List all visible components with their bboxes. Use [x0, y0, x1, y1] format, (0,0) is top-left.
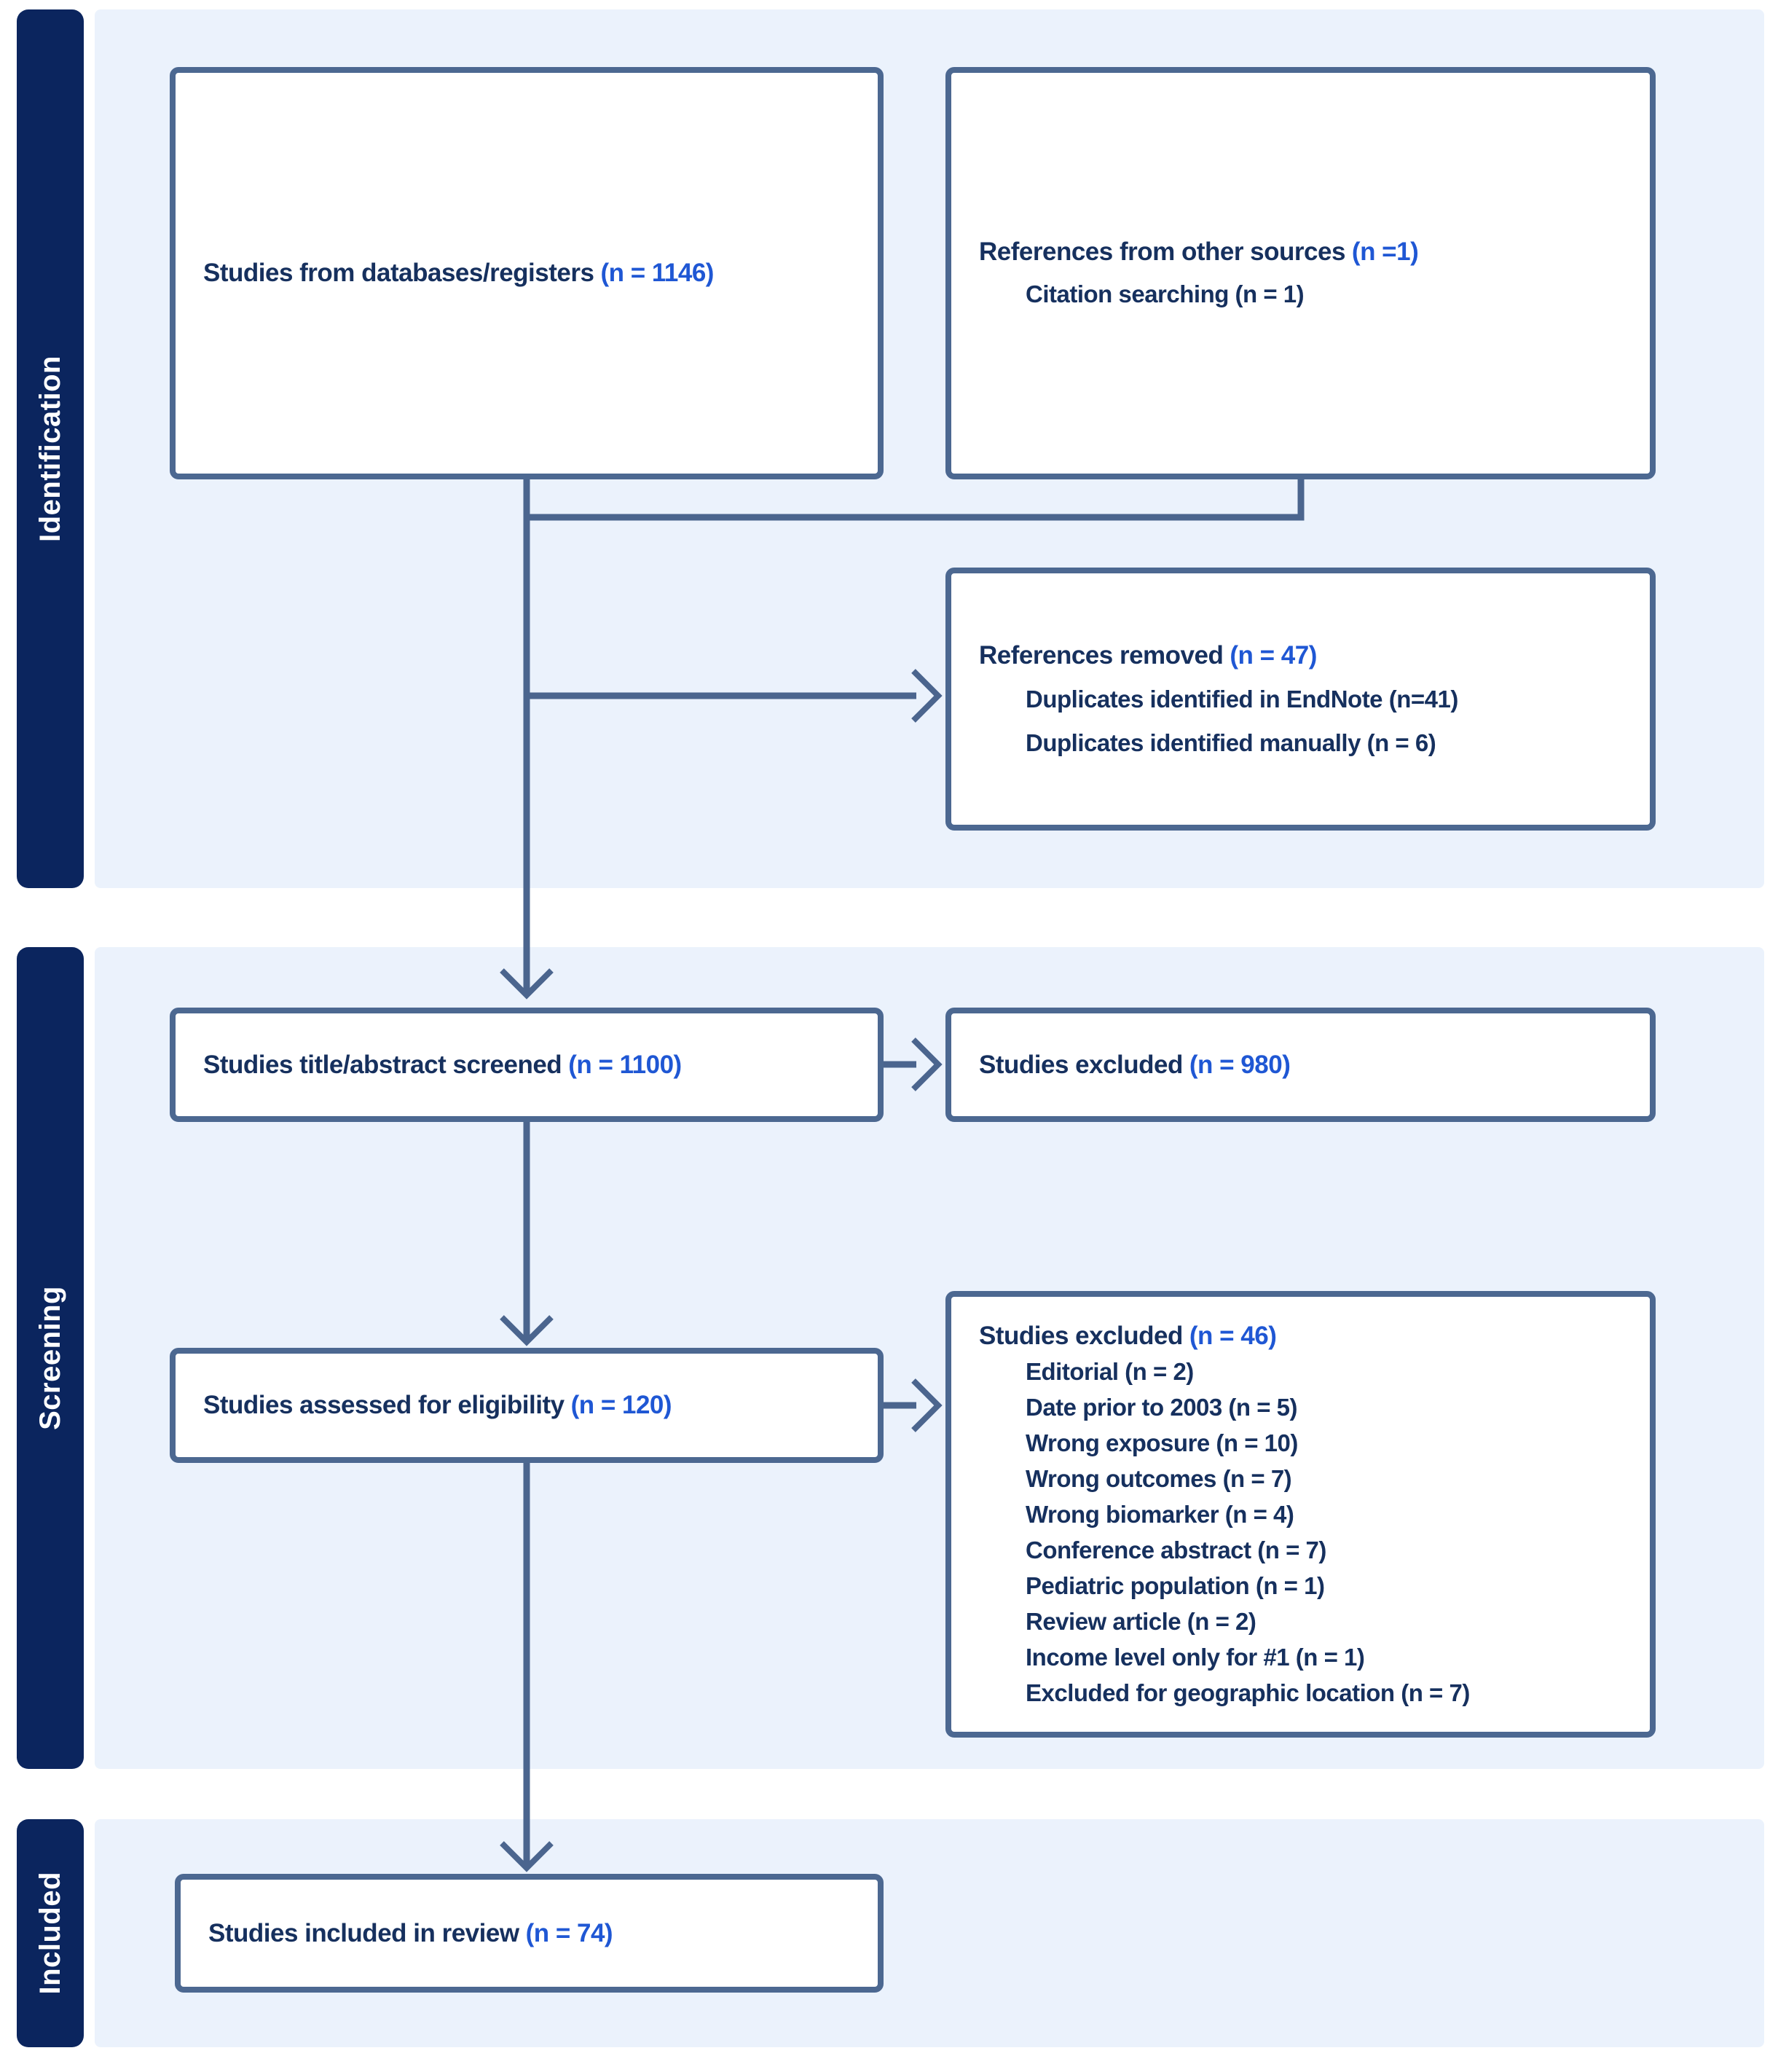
references-removed-text: References removed(n = 47)	[979, 640, 1317, 670]
box-studies-from-databases: Studies from databases/registers(n = 114…	[170, 67, 884, 479]
studies-excluded-screening-text: Studies excluded(n = 980)	[979, 1050, 1291, 1079]
exclusion-reason-geographic: Excluded for geographic location (n = 7)	[1026, 1679, 1470, 1706]
box-studies-included-review: Studies included in review(n = 74)	[175, 1874, 884, 1993]
studies-included-review-text: Studies included in review(n = 74)	[208, 1918, 613, 1947]
box-assessed-eligibility: Studies assessed for eligibility(n = 120…	[170, 1348, 884, 1463]
databases-count: (n = 1146)	[600, 259, 714, 287]
exclusion-reason-exposure: Wrong exposure (n = 10)	[1026, 1429, 1298, 1456]
exclusion-reason-income: Income level only for #1 (n = 1)	[1026, 1644, 1365, 1671]
screening-label: Screening	[34, 1286, 66, 1430]
assessed-eligibility-text: Studies assessed for eligibility(n = 120…	[203, 1391, 672, 1419]
included-label: Included	[34, 1872, 66, 1995]
box-studies-excluded-screening: Studies excluded(n = 980)	[945, 1008, 1656, 1122]
excluded-screening-count: (n = 980)	[1189, 1050, 1291, 1079]
assessed-count: (n = 120)	[570, 1391, 672, 1419]
studies-from-databases-text: Studies from databases/registers(n = 114…	[203, 259, 714, 287]
exclusion-reason-editorial: Editorial (n = 2)	[1026, 1358, 1194, 1385]
box-title-abstract-screened: Studies title/abstract screened(n = 1100…	[170, 1008, 884, 1122]
exclusion-reason-conference: Conference abstract (n = 7)	[1026, 1537, 1326, 1563]
identification-sidebar: Identification	[17, 9, 84, 888]
exclusion-reason-review-article: Review article (n = 2)	[1026, 1608, 1256, 1635]
included-review-count: (n = 74)	[525, 1918, 613, 1947]
duplicates-manual-text: Duplicates identified manually (n = 6)	[1026, 729, 1436, 756]
screened-count: (n = 1100)	[568, 1050, 682, 1079]
removed-count: (n = 47)	[1230, 640, 1317, 670]
box-studies-excluded-eligibility: Studies excluded(n = 46) Editorial (n = …	[945, 1291, 1656, 1738]
studies-excluded-eligibility-text: Studies excluded(n = 46)	[979, 1322, 1277, 1350]
included-sidebar: Included	[17, 1819, 84, 2047]
duplicates-endnote-text: Duplicates identified in EndNote (n=41)	[1026, 685, 1458, 713]
box-references-other-sources: References from other sources(n =1) Cita…	[945, 67, 1656, 479]
screening-sidebar: Screening	[17, 947, 84, 1769]
exclusion-reason-date: Date prior to 2003 (n = 5)	[1026, 1394, 1298, 1421]
exclusion-reason-outcomes: Wrong outcomes (n = 7)	[1026, 1465, 1292, 1492]
other-sources-count: (n =1)	[1351, 238, 1419, 266]
references-other-sources-text: References from other sources(n =1)	[979, 238, 1419, 266]
exclusion-reason-pediatric: Pediatric population (n = 1)	[1026, 1572, 1325, 1599]
identification-label: Identification	[34, 356, 66, 542]
exclusion-reason-biomarker: Wrong biomarker (n = 4)	[1026, 1501, 1294, 1528]
excluded-eligibility-count: (n = 46)	[1189, 1322, 1277, 1350]
box-references-removed: References removed(n = 47) Duplicates id…	[945, 568, 1656, 831]
title-abstract-screened-text: Studies title/abstract screened(n = 1100…	[203, 1050, 682, 1079]
citation-searching-text: Citation searching (n = 1)	[1026, 280, 1305, 307]
